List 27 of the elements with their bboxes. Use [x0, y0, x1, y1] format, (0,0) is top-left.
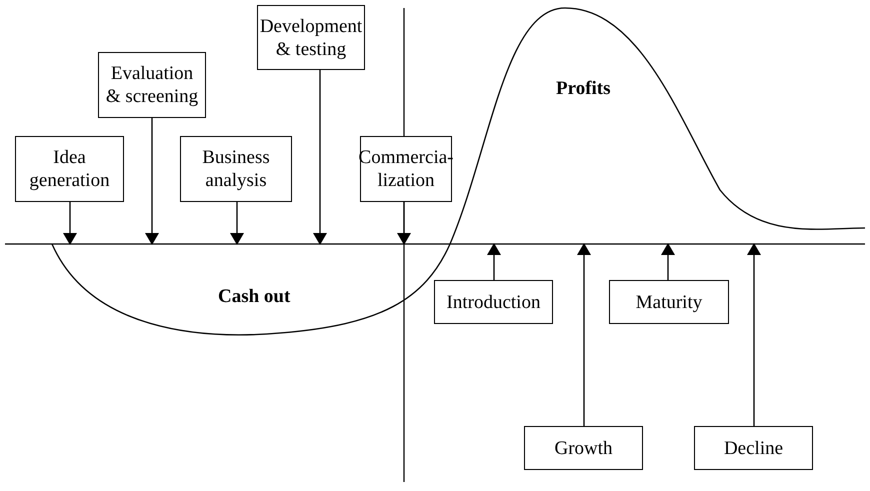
arrow	[487, 243, 501, 280]
stage-box	[257, 5, 365, 70]
stage-box	[180, 136, 292, 202]
arrow	[397, 202, 411, 245]
stage-box	[15, 136, 124, 202]
arrow	[747, 243, 761, 426]
region-label: Profits	[556, 78, 611, 100]
stage-box	[609, 280, 729, 324]
region-label: Cash out	[218, 286, 290, 308]
stage-box	[694, 426, 813, 470]
stage-box	[98, 52, 206, 118]
stage-name: Evaluation & screening	[104, 62, 200, 108]
arrow	[313, 70, 327, 245]
stage-name: Maturity	[636, 290, 702, 314]
arrow	[145, 118, 159, 245]
stage-box	[524, 426, 643, 470]
arrow	[230, 202, 244, 245]
stage-name: Growth	[554, 436, 613, 460]
arrow	[63, 202, 77, 245]
stage-name: Business analysis	[201, 146, 271, 192]
arrow	[661, 243, 675, 280]
stage-name: Development & testing	[260, 14, 362, 60]
arrow	[577, 243, 591, 426]
stage-box	[434, 280, 553, 324]
stage-name: Decline	[724, 436, 784, 460]
stage-name: Idea generation	[28, 146, 111, 192]
stage-name: Introduction	[446, 290, 540, 314]
